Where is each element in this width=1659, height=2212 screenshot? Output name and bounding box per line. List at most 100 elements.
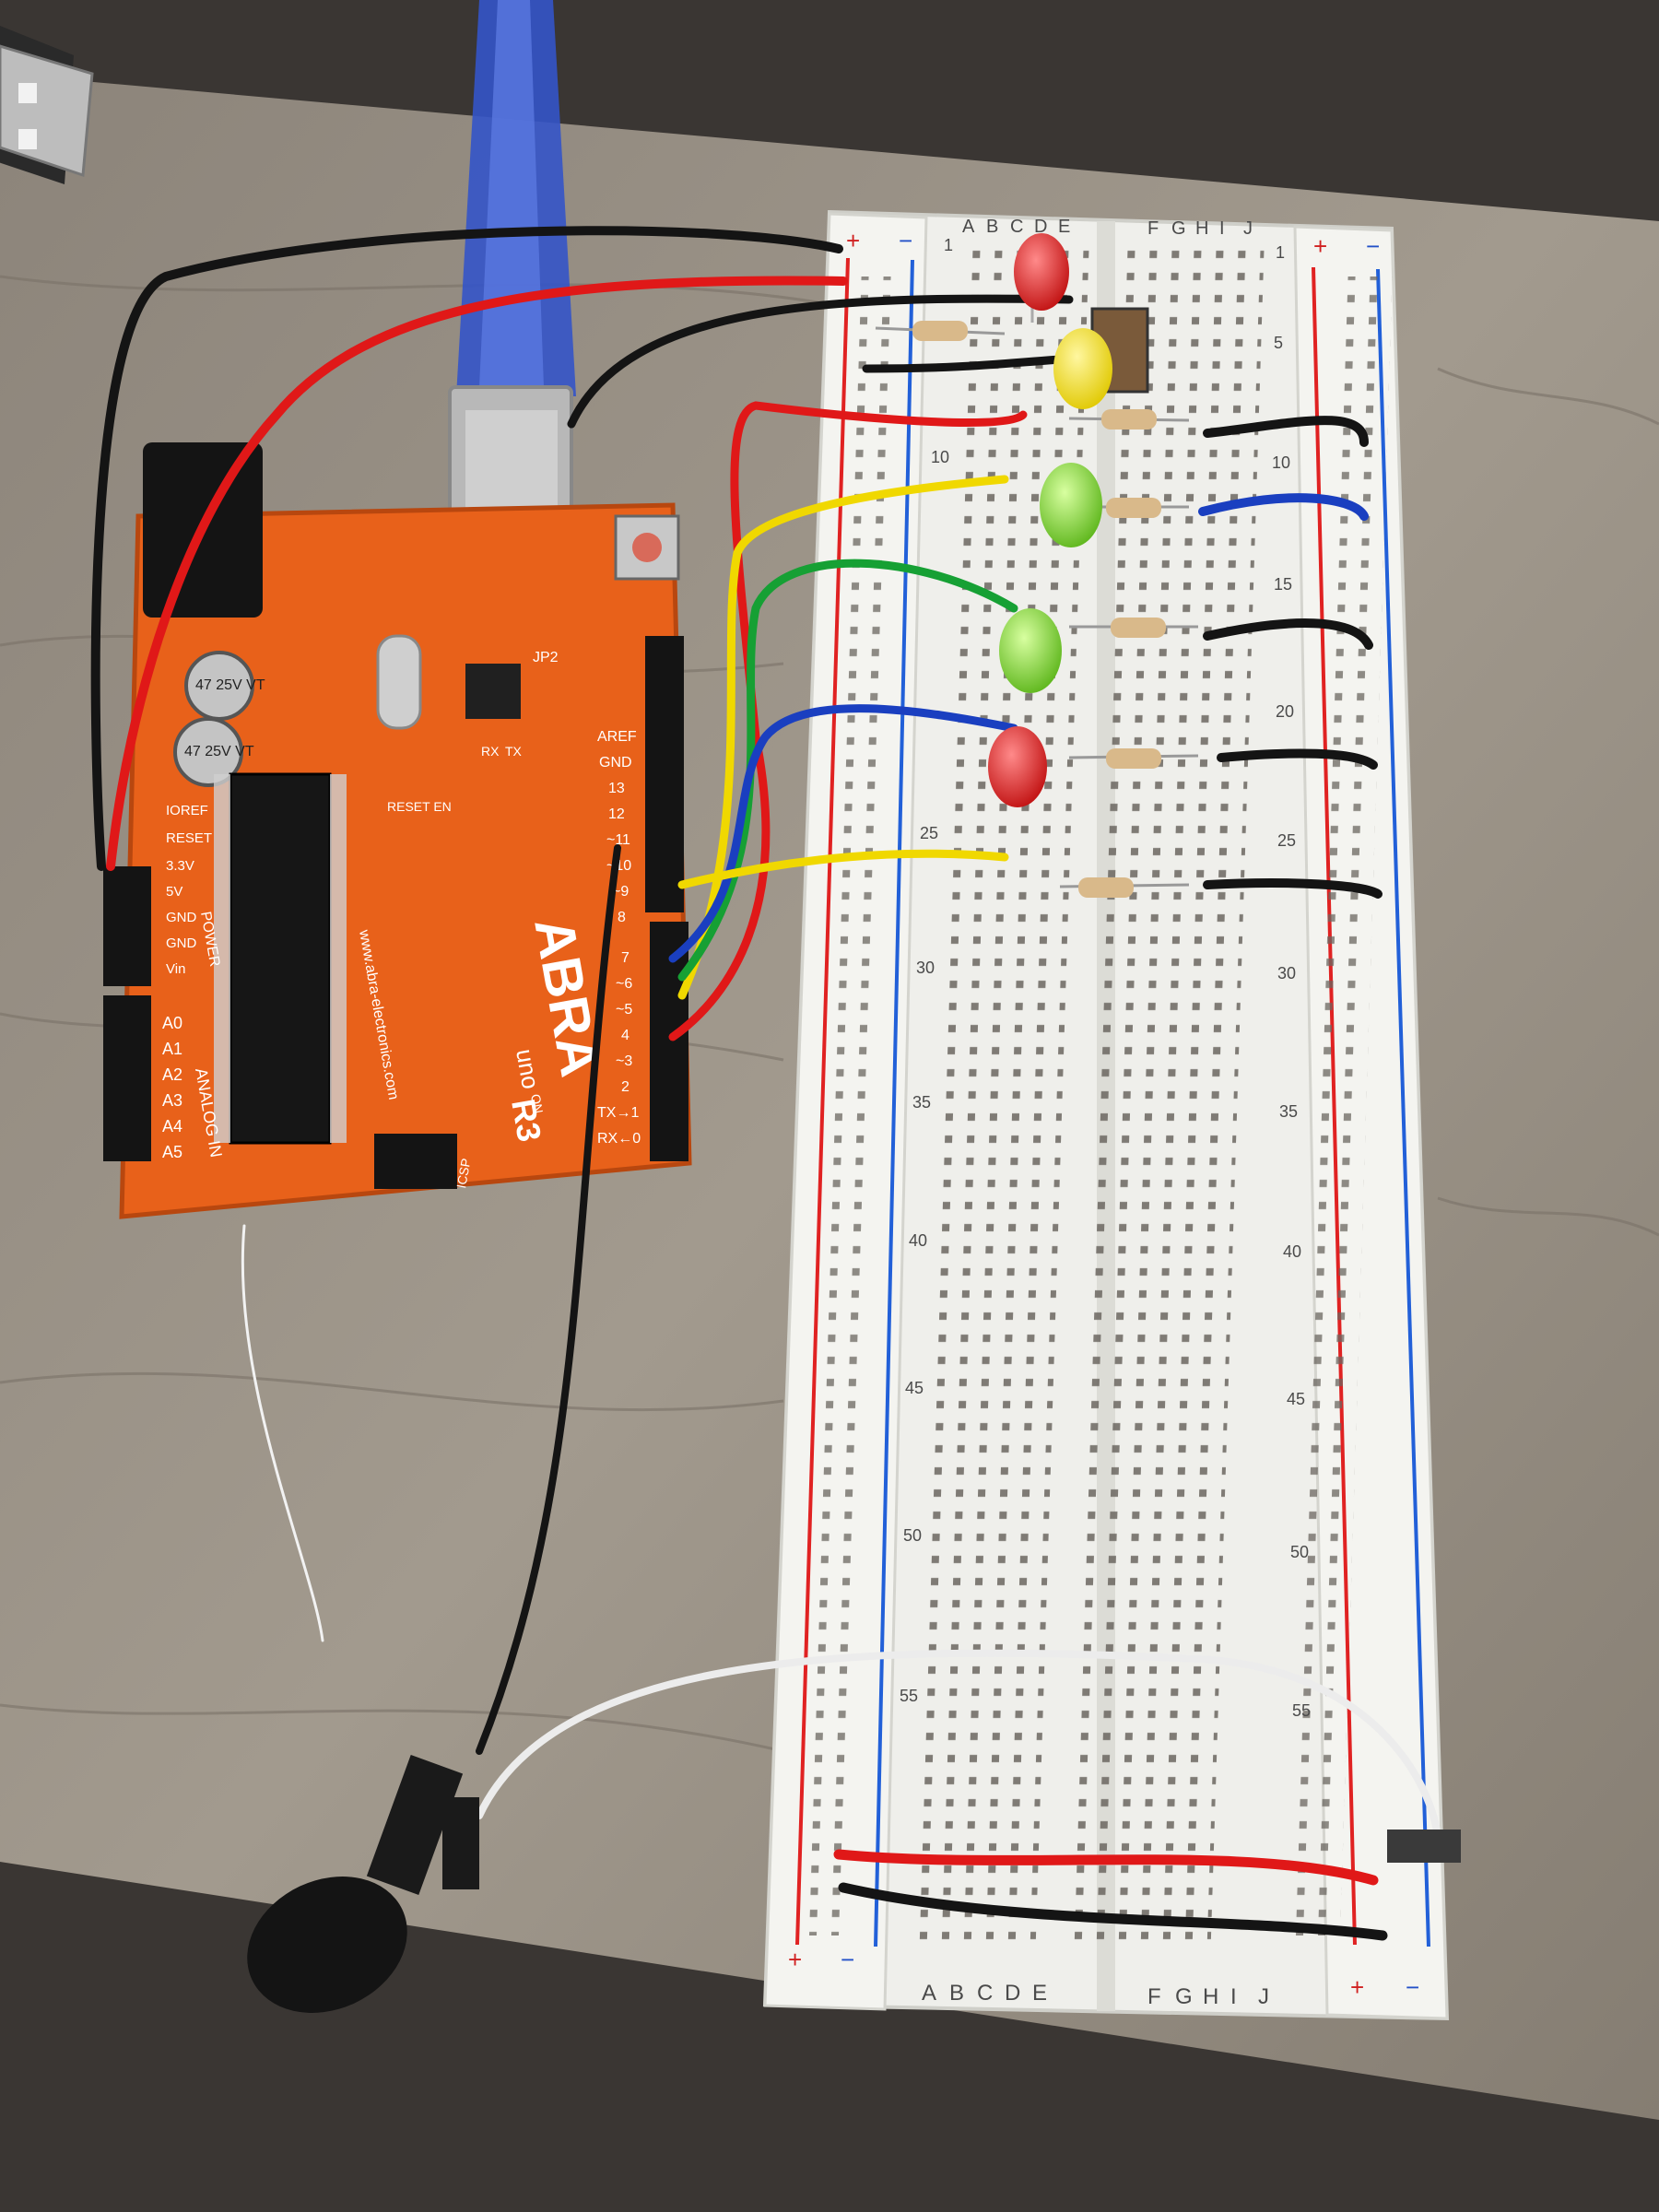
digital-header-bottom [650, 922, 688, 1161]
pin-label: RESET [166, 830, 212, 846]
col-label-top: I [1219, 218, 1225, 239]
resistor [1069, 618, 1198, 638]
col-label-bottom: A [922, 1981, 936, 2006]
leds [988, 233, 1112, 807]
resistor [1068, 409, 1190, 429]
minus-symbol: − [1406, 1973, 1419, 2001]
col-label-top: D [1034, 217, 1047, 237]
pin-label: A5 [162, 1143, 182, 1161]
icsp-label: ICSP [453, 1158, 473, 1190]
pin-label: ~6 [616, 976, 632, 992]
col-label-bottom: C [977, 1981, 993, 2006]
icsp-header [374, 1134, 457, 1189]
wire-black-gnd-3 [1217, 748, 1378, 770]
pin-label: 7 [621, 950, 629, 966]
col-label-bottom: I [1230, 1984, 1237, 2009]
minus-symbol: − [841, 1946, 854, 1973]
row-number: 50 [1290, 1543, 1309, 1561]
col-label-bottom: E [1032, 1981, 1047, 2006]
wire-yellow-d4 [677, 475, 1009, 1000]
tx-label: TX [505, 744, 523, 759]
usb-chip [465, 664, 521, 719]
row-number: 1 [944, 236, 953, 254]
jp2-label: JP2 [533, 650, 559, 665]
crystal [376, 634, 422, 730]
pin-label: GND [599, 755, 632, 771]
row-number: 10 [931, 448, 949, 466]
pin-label: TX→1 [597, 1105, 639, 1121]
wire-black-gnd-2 [1203, 618, 1373, 650]
pin-label: 5V [166, 884, 182, 900]
wire-red-bottom [833, 1849, 1379, 1886]
row-numbers-left: 1 10 25 30 35 40 45 50 55 [900, 236, 953, 1705]
wire-blue-rail [1198, 493, 1369, 521]
row-number: 30 [1277, 964, 1296, 982]
col-label-bottom: H [1203, 1984, 1218, 2009]
board-uno-logo: uno [511, 1047, 545, 1091]
col-label-top: J [1243, 218, 1253, 239]
wire-black-gnd [90, 226, 843, 871]
row-number: 30 [916, 959, 935, 977]
pin-label: 13 [608, 781, 625, 796]
row-number: 55 [1292, 1701, 1311, 1720]
pin-label: ~11 [606, 832, 630, 848]
col-label-top: H [1195, 218, 1208, 239]
pin-label: 8 [618, 910, 626, 925]
col-label-top: E [1058, 217, 1070, 237]
resistor [1068, 748, 1199, 769]
col-label-bottom: B [949, 1981, 964, 2006]
analog-header [103, 995, 151, 1161]
jumper-wires [90, 226, 1441, 1941]
pin-label: ~5 [616, 1002, 632, 1018]
wire-red-d6 [668, 401, 1028, 1041]
analog-pin-labels: A0 A1 A2 A3 A4 A5 [162, 1014, 182, 1161]
col-label-top: F [1147, 218, 1159, 239]
pin-label: Vin [166, 961, 185, 977]
led-yellow [1053, 328, 1112, 409]
wire-yellow-short [677, 849, 1009, 889]
capacitors: 47 25V VT 47 25V VT [173, 651, 265, 787]
wire-blue-d7 [668, 704, 1018, 963]
capacitor-label: 47 25V VT [195, 677, 265, 693]
row-number: 35 [1279, 1102, 1298, 1121]
col-label-bottom: F [1147, 1984, 1161, 2009]
pin-label: AREF [597, 729, 637, 745]
usb-plug-corner [0, 26, 94, 184]
col-label-top: G [1171, 218, 1186, 239]
led-green [1040, 463, 1102, 547]
rail-minus-symbols: − − − − [841, 227, 1419, 2001]
digital-header-top [645, 636, 684, 912]
row-number: 20 [1276, 702, 1294, 721]
row-numbers-right: 1 5 10 15 20 25 30 35 40 45 50 55 [1272, 243, 1311, 1720]
pin-label: 2 [621, 1079, 629, 1095]
row-number: 55 [900, 1687, 918, 1705]
led-red-top [1014, 233, 1069, 323]
row-number: 40 [909, 1231, 927, 1250]
row-number: 5 [1274, 334, 1283, 352]
wire-black-gnd-4 [1203, 878, 1382, 899]
row-number: 45 [905, 1379, 924, 1397]
piezo-buzzer [247, 1754, 479, 2013]
rx-label: RX [481, 744, 500, 759]
wire-black-rail [862, 355, 1065, 373]
rail-symbols: + + + + [788, 227, 1364, 2001]
col-label-top: A [962, 217, 975, 237]
col-label-top: B [986, 217, 998, 237]
row-number: 45 [1287, 1390, 1305, 1408]
pin-label: 3.3V [166, 858, 194, 874]
reset-en-label: RESET EN [387, 799, 452, 814]
pin-label: 12 [608, 806, 625, 822]
capacitor-label: 47 25V VT [184, 744, 254, 759]
wire-black-bottom [838, 1882, 1388, 1941]
wire-red-5v [106, 276, 848, 871]
wire-white-buzzer [476, 1649, 1441, 1847]
plus-symbol: + [1313, 232, 1327, 260]
col-label-bottom: J [1258, 1984, 1269, 2009]
thread [241, 1224, 324, 1642]
digital-pin-labels: AREF GND 13 12 ~11 ~10 ~9 8 7 ~6 ~5 4 ~3… [597, 729, 641, 1147]
row-number: 25 [1277, 831, 1296, 850]
col-label-bottom: D [1005, 1981, 1020, 2006]
col-label-top: C [1010, 217, 1023, 237]
on-label: ON [528, 1093, 546, 1114]
